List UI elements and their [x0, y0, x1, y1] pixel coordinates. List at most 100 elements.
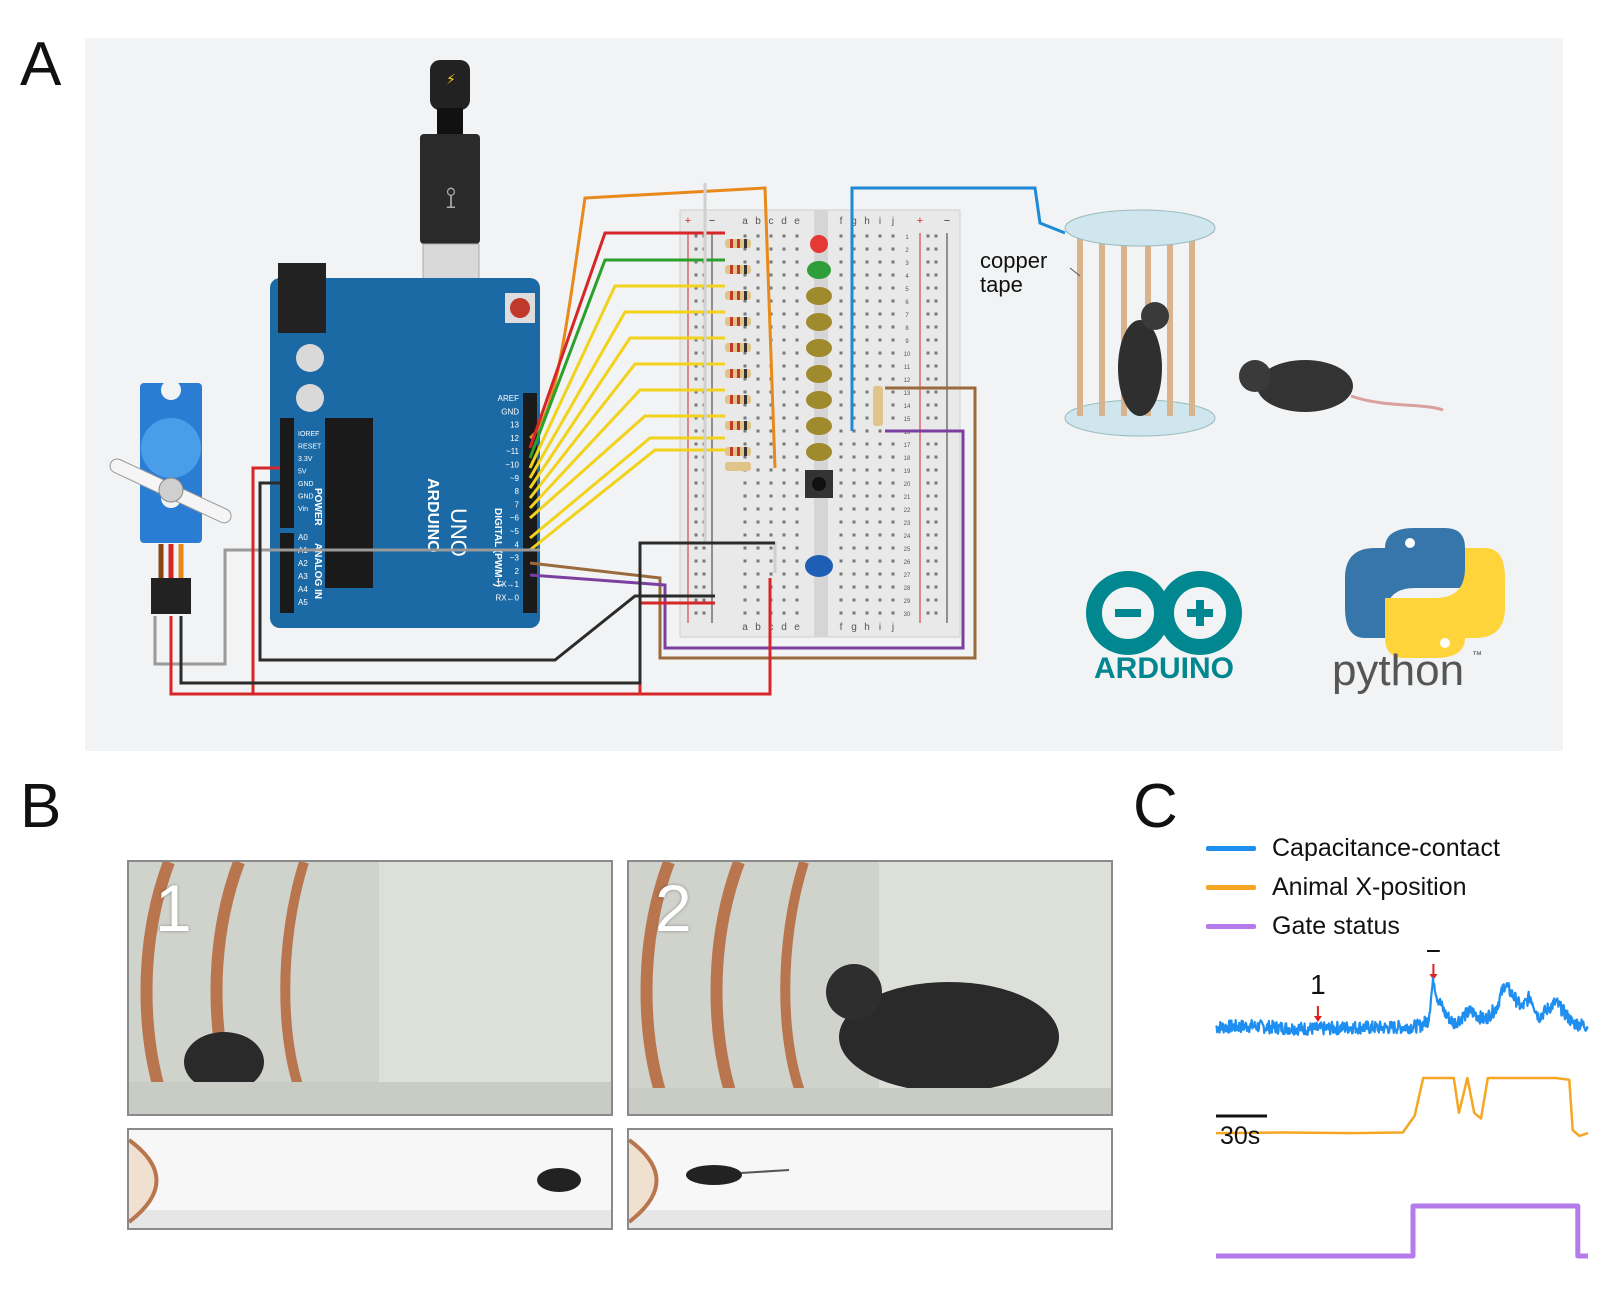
breadboard-row-label: 4 — [905, 274, 909, 280]
breadboard-holes — [694, 234, 938, 615]
breadboard-row-label: 29 — [904, 599, 911, 605]
breadboard-row-label: 17 — [904, 443, 911, 449]
svg-text:⟟: ⟟ — [445, 182, 456, 215]
breadboard-row-label: 10 — [904, 352, 911, 358]
breadboard-row-label: 5 — [905, 287, 909, 293]
digital-pin-label: 8 — [515, 487, 520, 496]
analog-pin-label: A0 — [298, 533, 308, 542]
python-logo-text: python — [1332, 646, 1464, 695]
event-marker-label: 1 — [1310, 969, 1326, 1000]
digital-pin-label: ~11 — [506, 447, 520, 456]
breadboard-column-label: f — [840, 216, 843, 227]
event-markers: 12 — [1310, 950, 1441, 1022]
python-tm: ™ — [1472, 650, 1482, 661]
breadboard-column-label: j — [891, 622, 894, 633]
digital-pin-label: 4 — [515, 540, 520, 549]
breadboard-row-label: 15 — [904, 417, 911, 423]
power-pin-label: 5V — [298, 469, 307, 476]
breadboard-column-label: g — [851, 216, 857, 227]
breadboard-row-label: 26 — [904, 560, 911, 566]
rail-plus-right: + — [917, 215, 923, 227]
rail-minus-left: − — [709, 215, 715, 227]
breadboard-row-label: 21 — [904, 495, 911, 501]
breadboard-row-label: 20 — [904, 482, 911, 488]
resistor-array — [725, 239, 751, 471]
wires — [153, 183, 1066, 696]
photo-2-side-view: 2 — [627, 860, 1113, 1116]
arduino-logo-text: ARDUINO — [1094, 652, 1234, 685]
breadboard-row-label: 27 — [904, 573, 911, 579]
legend-swatch — [1206, 885, 1256, 890]
capacitor — [805, 555, 833, 577]
power-pin-label: Vin — [298, 506, 308, 513]
breadboard-row-label: 28 — [904, 586, 911, 592]
breadboard-column-label: g — [851, 622, 857, 633]
trace-capacitance-contact — [1215, 976, 1589, 1036]
breadboard-row-label: 13 — [904, 391, 911, 397]
breadboard-column-label: h — [864, 216, 870, 227]
digital-pin-label: ~6 — [510, 514, 520, 523]
breadboard-column-label: b — [755, 216, 761, 227]
circuit-svg: ⚡ ⟟ ARDUINO UNO POWER ANALOG IN — [109, 60, 1505, 696]
arduino-uno-board: ARDUINO UNO POWER ANALOG IN DIGITAL (PWM… — [270, 263, 540, 628]
digital-pin-label: GND — [501, 407, 519, 416]
digital-pin-label: AREF — [498, 394, 519, 403]
legend-swatch — [1206, 846, 1256, 851]
breadboard-column-label: a — [742, 216, 748, 227]
breadboard-column-label: h — [864, 622, 870, 633]
mouse-in-cage — [1118, 320, 1162, 416]
breadboard-row-label: 8 — [905, 326, 909, 332]
breadboard-column-label: d — [781, 622, 787, 633]
rail-plus-left: + — [685, 215, 691, 227]
breadboard-row-label: 19 — [904, 469, 911, 475]
event-marker-label: 2 — [1426, 950, 1442, 958]
breadboard-column-label: e — [794, 622, 800, 633]
breadboard-row-label: 14 — [904, 404, 911, 410]
digital-pin-label: ~5 — [510, 527, 520, 536]
copper-tape-label-1: copper — [980, 248, 1047, 273]
event-marker-arrowhead — [1313, 1016, 1322, 1022]
legend-label: Gate status — [1272, 912, 1400, 940]
power-pin-label: 3.3V — [298, 456, 313, 463]
breadboard-column-label: e — [794, 216, 800, 227]
panel-label-b: B — [20, 772, 62, 841]
digital-pin-label: ~3 — [510, 554, 520, 563]
digital-pin-label: TX→1 — [496, 580, 519, 589]
digital-pin-label: 7 — [515, 500, 520, 509]
breadboard-row-label: 3 — [905, 261, 909, 267]
analog-header: ANALOG IN — [312, 543, 323, 599]
breadboard-row-label: 18 — [904, 456, 911, 462]
power-header: POWER — [312, 488, 323, 527]
trace-animal-x-position — [1215, 1076, 1589, 1138]
led-red — [810, 235, 828, 253]
photo-1-top-view — [127, 1128, 613, 1230]
digital-pin-label: RX←0 — [495, 594, 519, 603]
photo-1-number: 1 — [155, 871, 192, 945]
digital-pin-label: ~9 — [510, 474, 520, 483]
legend-label: Animal X-position — [1272, 873, 1467, 901]
photo-1-side-view: 1 — [127, 860, 613, 1116]
svg-text:⚡: ⚡ — [446, 71, 456, 87]
breadboard-row-label: 6 — [905, 300, 909, 306]
breadboard-column-label: i — [879, 622, 881, 633]
breadboard-row-label: 2 — [905, 248, 909, 254]
breadboard-row-label: 22 — [904, 508, 911, 514]
breadboard-column-label: j — [891, 216, 894, 227]
mouse-outside — [1257, 360, 1353, 412]
led-green — [807, 261, 831, 279]
trace-lines — [1215, 976, 1589, 1259]
power-pin-label: IOREF — [298, 431, 319, 438]
breadboard-row-label: 11 — [904, 365, 911, 371]
power-pin-label: GND — [298, 481, 314, 488]
breadboard-column-label: f — [840, 622, 843, 633]
scale-bar-label: 30s — [1220, 1122, 1260, 1150]
rail-minus-right: − — [944, 215, 950, 227]
analog-pin-label: A5 — [298, 598, 308, 607]
servo-motor — [109, 380, 232, 614]
breadboard-row-labels: 1234567891011121314151617181920212223242… — [904, 235, 911, 618]
analog-pin-label: A4 — [298, 585, 308, 594]
breadboard-column-label: b — [755, 622, 761, 633]
cage-illustration — [1064, 209, 1444, 437]
panel-label-c: C — [1133, 772, 1178, 841]
